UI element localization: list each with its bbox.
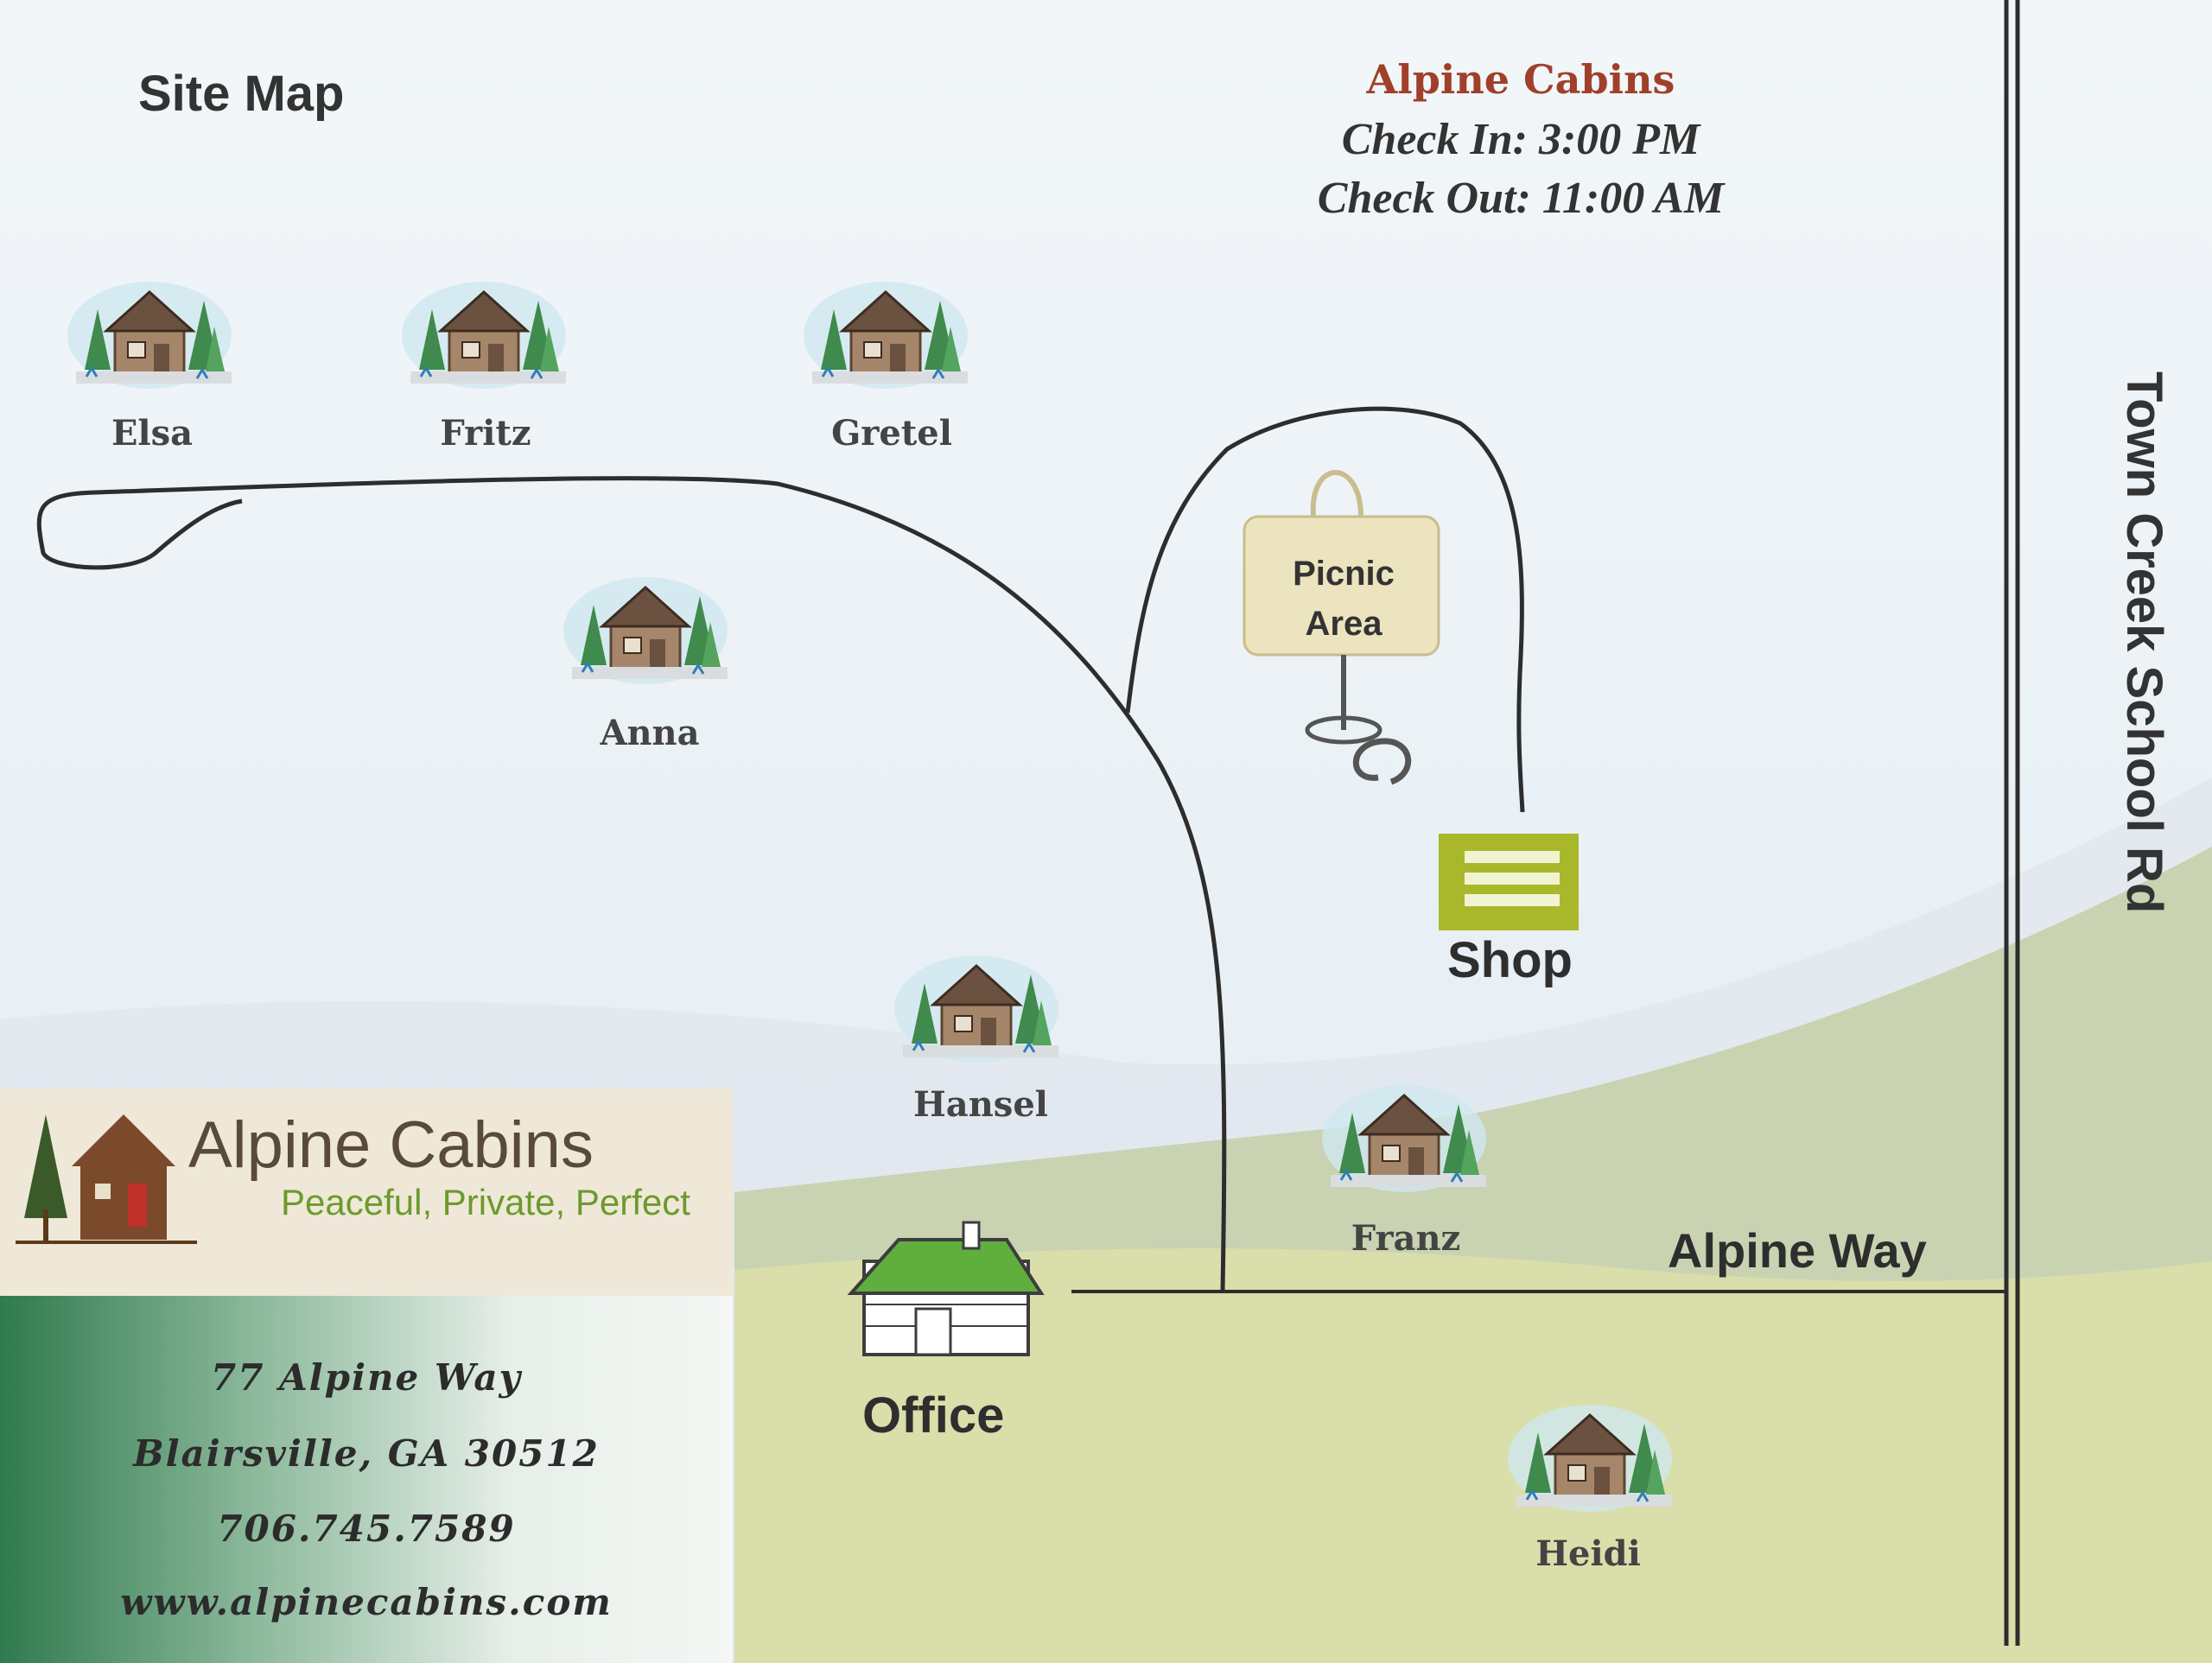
- road-label-town-creek: Town Creek School Rd: [2116, 371, 2172, 914]
- cabin-anna-icon: [562, 575, 729, 686]
- picnic-label-line2: Area: [1305, 605, 1382, 643]
- driveway-picnic-loop: [1125, 406, 1525, 813]
- brand-panel: Alpine Cabins Peaceful, Private, Perfect…: [0, 1089, 733, 1663]
- driveway-main: [36, 476, 1227, 1292]
- brand-logo-icon: [16, 1114, 197, 1244]
- cabin-label-heidi: Heidi: [1535, 1533, 1641, 1574]
- shop-label: Shop: [1447, 932, 1573, 988]
- address-line2: Blairsville, GA 30512: [133, 1432, 600, 1475]
- cabin-elsa-icon: [66, 280, 233, 390]
- check-out-time: Check Out: 11:00 AM: [1317, 174, 1725, 223]
- cabin-franz-icon: [1320, 1083, 1488, 1194]
- office-label: Office: [862, 1387, 1005, 1444]
- brand-name: Alpine Cabins: [188, 1108, 594, 1182]
- cabin-heidi-icon: [1506, 1403, 1674, 1514]
- brand-tagline: Peaceful, Private, Perfect: [281, 1182, 690, 1222]
- website-link[interactable]: www.alpinecabins.com: [120, 1581, 613, 1623]
- check-in-time: Check In: 3:00 PM: [1341, 115, 1700, 164]
- cabin-hansel-icon: [893, 954, 1060, 1064]
- road-label-alpine-way: Alpine Way: [1668, 1223, 1927, 1278]
- cabin-label-anna: Anna: [600, 713, 700, 753]
- brand-contact-card: 77 Alpine Way Blairsville, GA 30512 706.…: [0, 1296, 733, 1663]
- brand-header: Alpine Cabins Peaceful, Private, Perfect: [0, 1089, 733, 1296]
- cabin-label-gretel: Gretel: [831, 413, 952, 454]
- phone-number[interactable]: 706.745.7589: [217, 1507, 516, 1550]
- address-line1: 77 Alpine Way: [211, 1356, 522, 1399]
- shop-icon: [1439, 834, 1579, 930]
- picnic-basket-icon: [1243, 470, 1440, 730]
- cabin-label-elsa: Elsa: [111, 413, 194, 454]
- office-building-icon: [847, 1221, 1045, 1356]
- info-title: Alpine Cabins: [1366, 56, 1675, 103]
- cabin-fritz-icon: [400, 280, 568, 390]
- cabin-gretel-icon: [802, 280, 969, 390]
- picnic-label-line1: Picnic: [1293, 555, 1395, 593]
- cabin-label-hansel: Hansel: [913, 1084, 1048, 1125]
- horseshoe-icon: [1305, 715, 1412, 785]
- site-map-title: Site Map: [138, 66, 345, 122]
- meadow-area: [734, 1248, 2212, 1663]
- cabin-label-fritz: Fritz: [440, 413, 531, 454]
- picnic-area-label: Picnic Area: [1293, 549, 1395, 649]
- cabin-label-franz: Franz: [1351, 1218, 1461, 1259]
